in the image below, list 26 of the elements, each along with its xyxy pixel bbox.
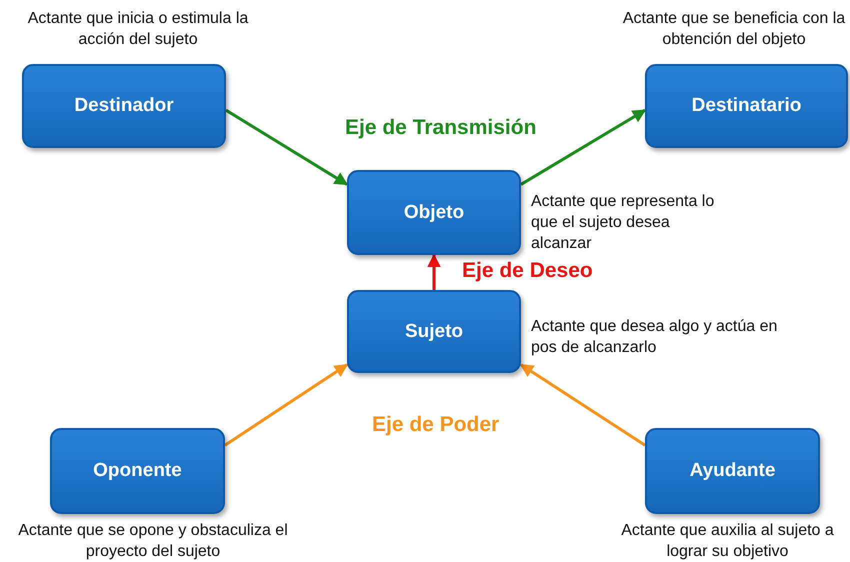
actant-name: Sujeto [404,320,464,342]
actant-description: Actante que auxilia al sujeto a lograr su objetivo [620,521,835,562]
actant-name: Objeto [404,202,464,224]
actant-box [347,170,521,255]
actant-box [645,64,848,148]
actant-description: Actante que desea algo y actúa en pos de alcanzarlo [531,317,778,358]
actant-name: Oponente [93,460,182,482]
actant-box [645,428,820,514]
axis-label: Eje de Transmisión [345,116,536,140]
actant-name: Destinador [74,95,174,117]
actant-name: Ayudante [690,460,776,482]
actant-box [347,290,521,373]
actant-description: Actante que inicia o estimula la acción del sujeto [26,9,250,50]
actant-name: Destinatario [692,95,802,117]
arrow [520,363,646,446]
arrow [427,254,441,290]
axis-label: Eje de Poder [372,413,500,437]
actant-box [22,64,226,148]
actant-description: Actante que representa lo que el sujeto desea alcanzar [531,192,716,254]
actant-description: Actante que se opone y obstaculiza el proyecto del sujeto [17,521,289,562]
arrow [224,363,348,446]
arrow [520,108,646,186]
axis-label: Eje de Deseo [462,259,593,283]
actant-description: Actante que se beneficia con la obtención del objeto [622,9,846,50]
actant-box [50,428,225,514]
arrow [225,108,348,186]
